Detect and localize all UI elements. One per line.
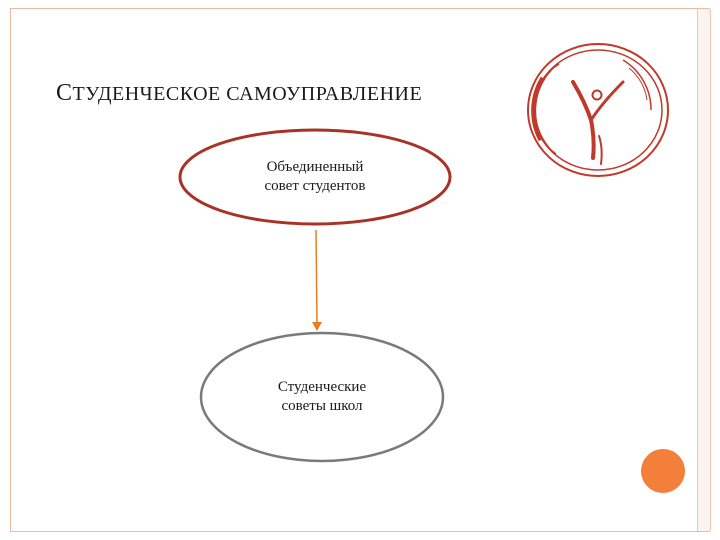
bottom-node-label-line2: советы школ [281,398,363,414]
top-node-shape [178,128,452,226]
slide-title-rest: ТУДЕНЧЕСКОЕ САМОУПРАВЛЕНИЕ [72,83,423,105]
orange-dot-icon [641,449,685,493]
top-node-label-line2: совет студентов [264,178,366,194]
bottom-node-label-line1: Студенческие [277,379,367,395]
arrow-icon [312,229,322,331]
slide-title-initial: С [56,80,73,106]
decorative-side-bar [697,9,711,531]
logo-icon [527,43,669,177]
slide-title: СТУДЕНЧЕСКОЕ САМОУПРАВЛЕНИЕ [56,80,422,107]
bottom-node-shape [199,331,445,463]
top-node-label-line1: Объединенный [266,159,364,175]
bottom-node-label: Студенческие советы школ [222,378,422,416]
top-node-label: Объединенный совет студентов [215,158,415,196]
